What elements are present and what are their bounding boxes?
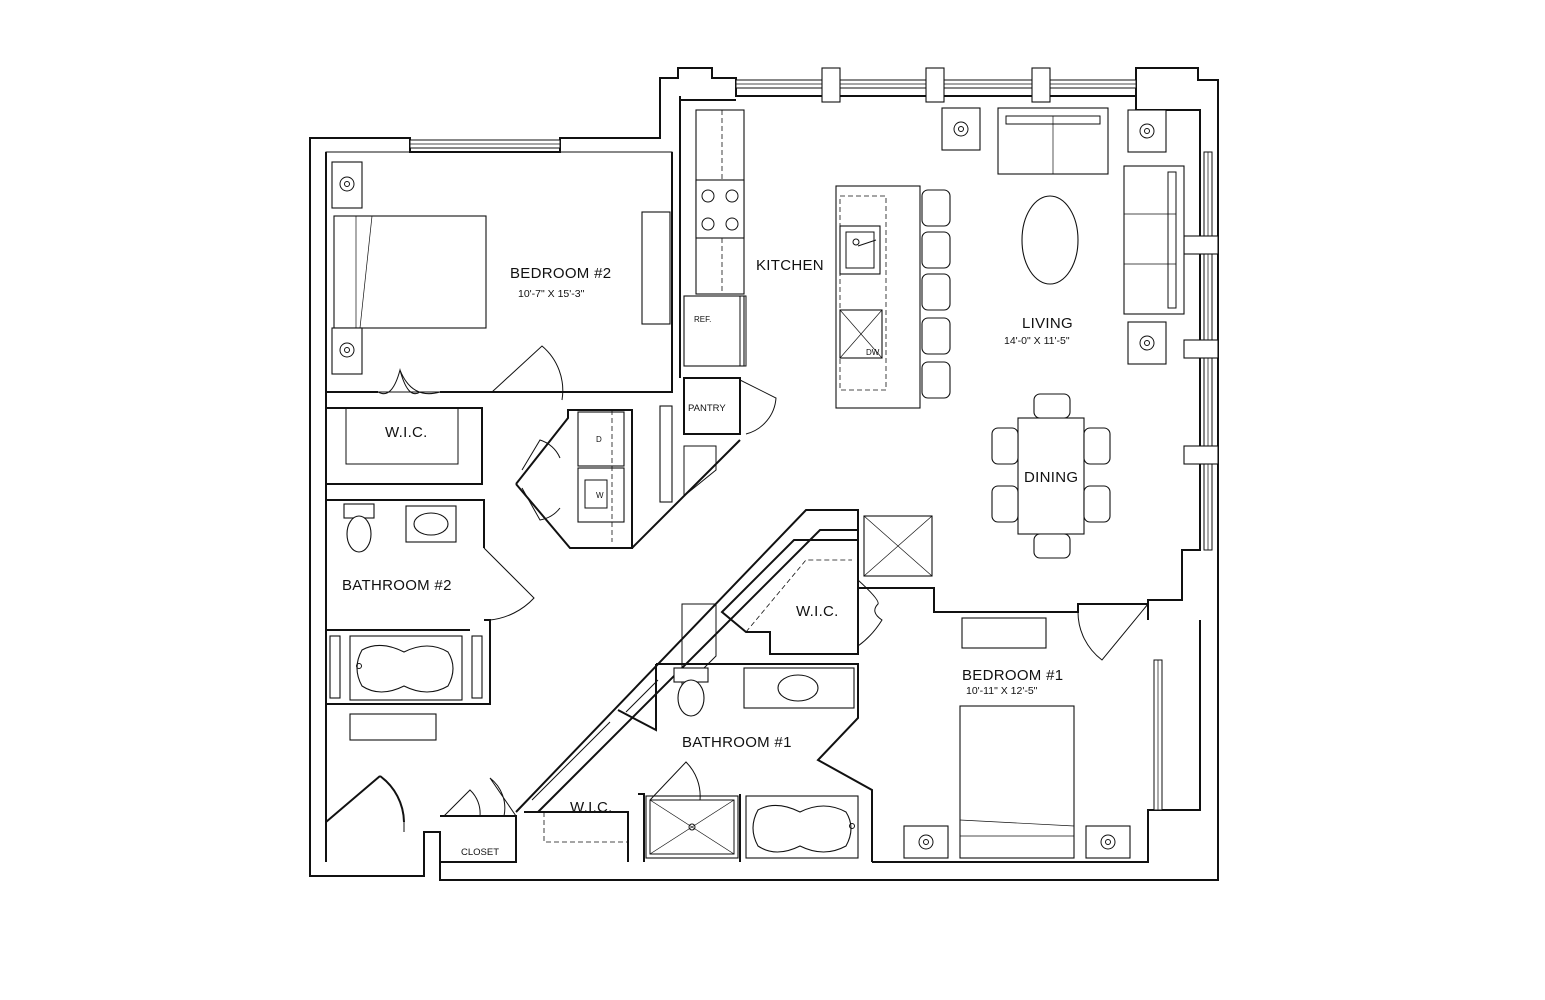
- svg-text:D: D: [596, 435, 602, 444]
- dining: DINING: [991, 393, 1111, 559]
- dining-table-icon: [1017, 417, 1085, 535]
- entry-hall: [325, 713, 437, 832]
- toilet-icon: [673, 667, 709, 717]
- wic-bedroom2: W.I.C.: [326, 368, 483, 485]
- sink-icon: [405, 505, 457, 543]
- kitchen-island-icon: DW: [835, 185, 921, 409]
- room-name: BATHROOM #2: [342, 577, 452, 594]
- lamp-table-icon: [941, 107, 981, 151]
- pantry: PANTRY: [683, 377, 777, 435]
- nightstand-icon: [331, 161, 363, 209]
- room-name: LIVING: [1022, 315, 1073, 332]
- nightstand-icon: [1085, 825, 1131, 859]
- dining-chairs: [991, 393, 1111, 559]
- room-name: PANTRY: [688, 403, 726, 414]
- shower-icon: [645, 761, 739, 859]
- dresser-icon: [641, 211, 671, 325]
- bathroom2: BATHROOM #2: [326, 499, 535, 705]
- bedroom2: BEDROOM #2 10'-7" X 15'-3": [325, 151, 673, 401]
- kitchen: REF. KITCHEN DW: [679, 100, 951, 409]
- living: LIVING 14'-0" X 11'-5": [941, 107, 1185, 365]
- nightstand-icon: [903, 825, 949, 859]
- closet: CLOSET: [440, 777, 517, 863]
- bathtub-icon: [745, 795, 859, 859]
- room-name: BEDROOM #1: [962, 667, 1063, 684]
- bedroom1: BEDROOM #1 10'-11" X 12'-5": [903, 603, 1149, 859]
- wic-bath1: W.I.C.: [524, 721, 629, 862]
- toilet-icon: [343, 503, 375, 553]
- room-name: BEDROOM #2: [510, 265, 611, 282]
- sofa-icon: [997, 107, 1109, 175]
- sink-icon: [839, 225, 881, 275]
- room-name: DINING: [1024, 469, 1078, 486]
- sink-icon: [743, 667, 855, 709]
- svg-text:REF.: REF.: [694, 315, 711, 324]
- nightstand-icon: [331, 327, 363, 375]
- center-wic: W.I.C.: [515, 509, 1148, 813]
- bed-icon: [333, 215, 487, 329]
- refrigerator-icon: REF.: [683, 295, 747, 367]
- bedroom2-window: [409, 139, 561, 149]
- lamp-table-icon: [1127, 321, 1167, 365]
- sofa-icon: [1123, 165, 1185, 315]
- coffee-table-icon: [1021, 195, 1079, 285]
- room-name: W.I.C.: [796, 603, 839, 620]
- laundry: D W: [515, 405, 741, 549]
- room-dimensions: 10'-11" X 12'-5": [966, 685, 1038, 697]
- room-dimensions: 10'-7" X 15'-3": [518, 288, 585, 300]
- dresser-icon: [961, 617, 1047, 649]
- washer-icon: W: [577, 467, 625, 523]
- bed-icon: [959, 705, 1075, 859]
- dishwasher-icon: DW: [839, 309, 883, 359]
- stove-icon: [695, 179, 745, 239]
- svg-text:DW: DW: [866, 348, 880, 357]
- room-name: KITCHEN: [756, 257, 824, 274]
- room-name: CLOSET: [461, 847, 499, 858]
- lamp-table-icon: [1127, 109, 1167, 153]
- bar-stools: [921, 189, 951, 399]
- dryer-icon: D: [577, 411, 625, 467]
- svg-text:W: W: [596, 491, 604, 500]
- room-dimensions: 14'-0" X 11'-5": [1004, 335, 1070, 347]
- top-window-row: [735, 67, 1137, 103]
- right-window-column: [1153, 151, 1219, 811]
- room-name: W.I.C.: [385, 424, 428, 441]
- bathtub-icon: [349, 635, 463, 701]
- room-name: W.I.C.: [570, 799, 613, 816]
- room-name: BATHROOM #1: [682, 734, 792, 751]
- bathroom1: BATHROOM #1: [617, 663, 873, 862]
